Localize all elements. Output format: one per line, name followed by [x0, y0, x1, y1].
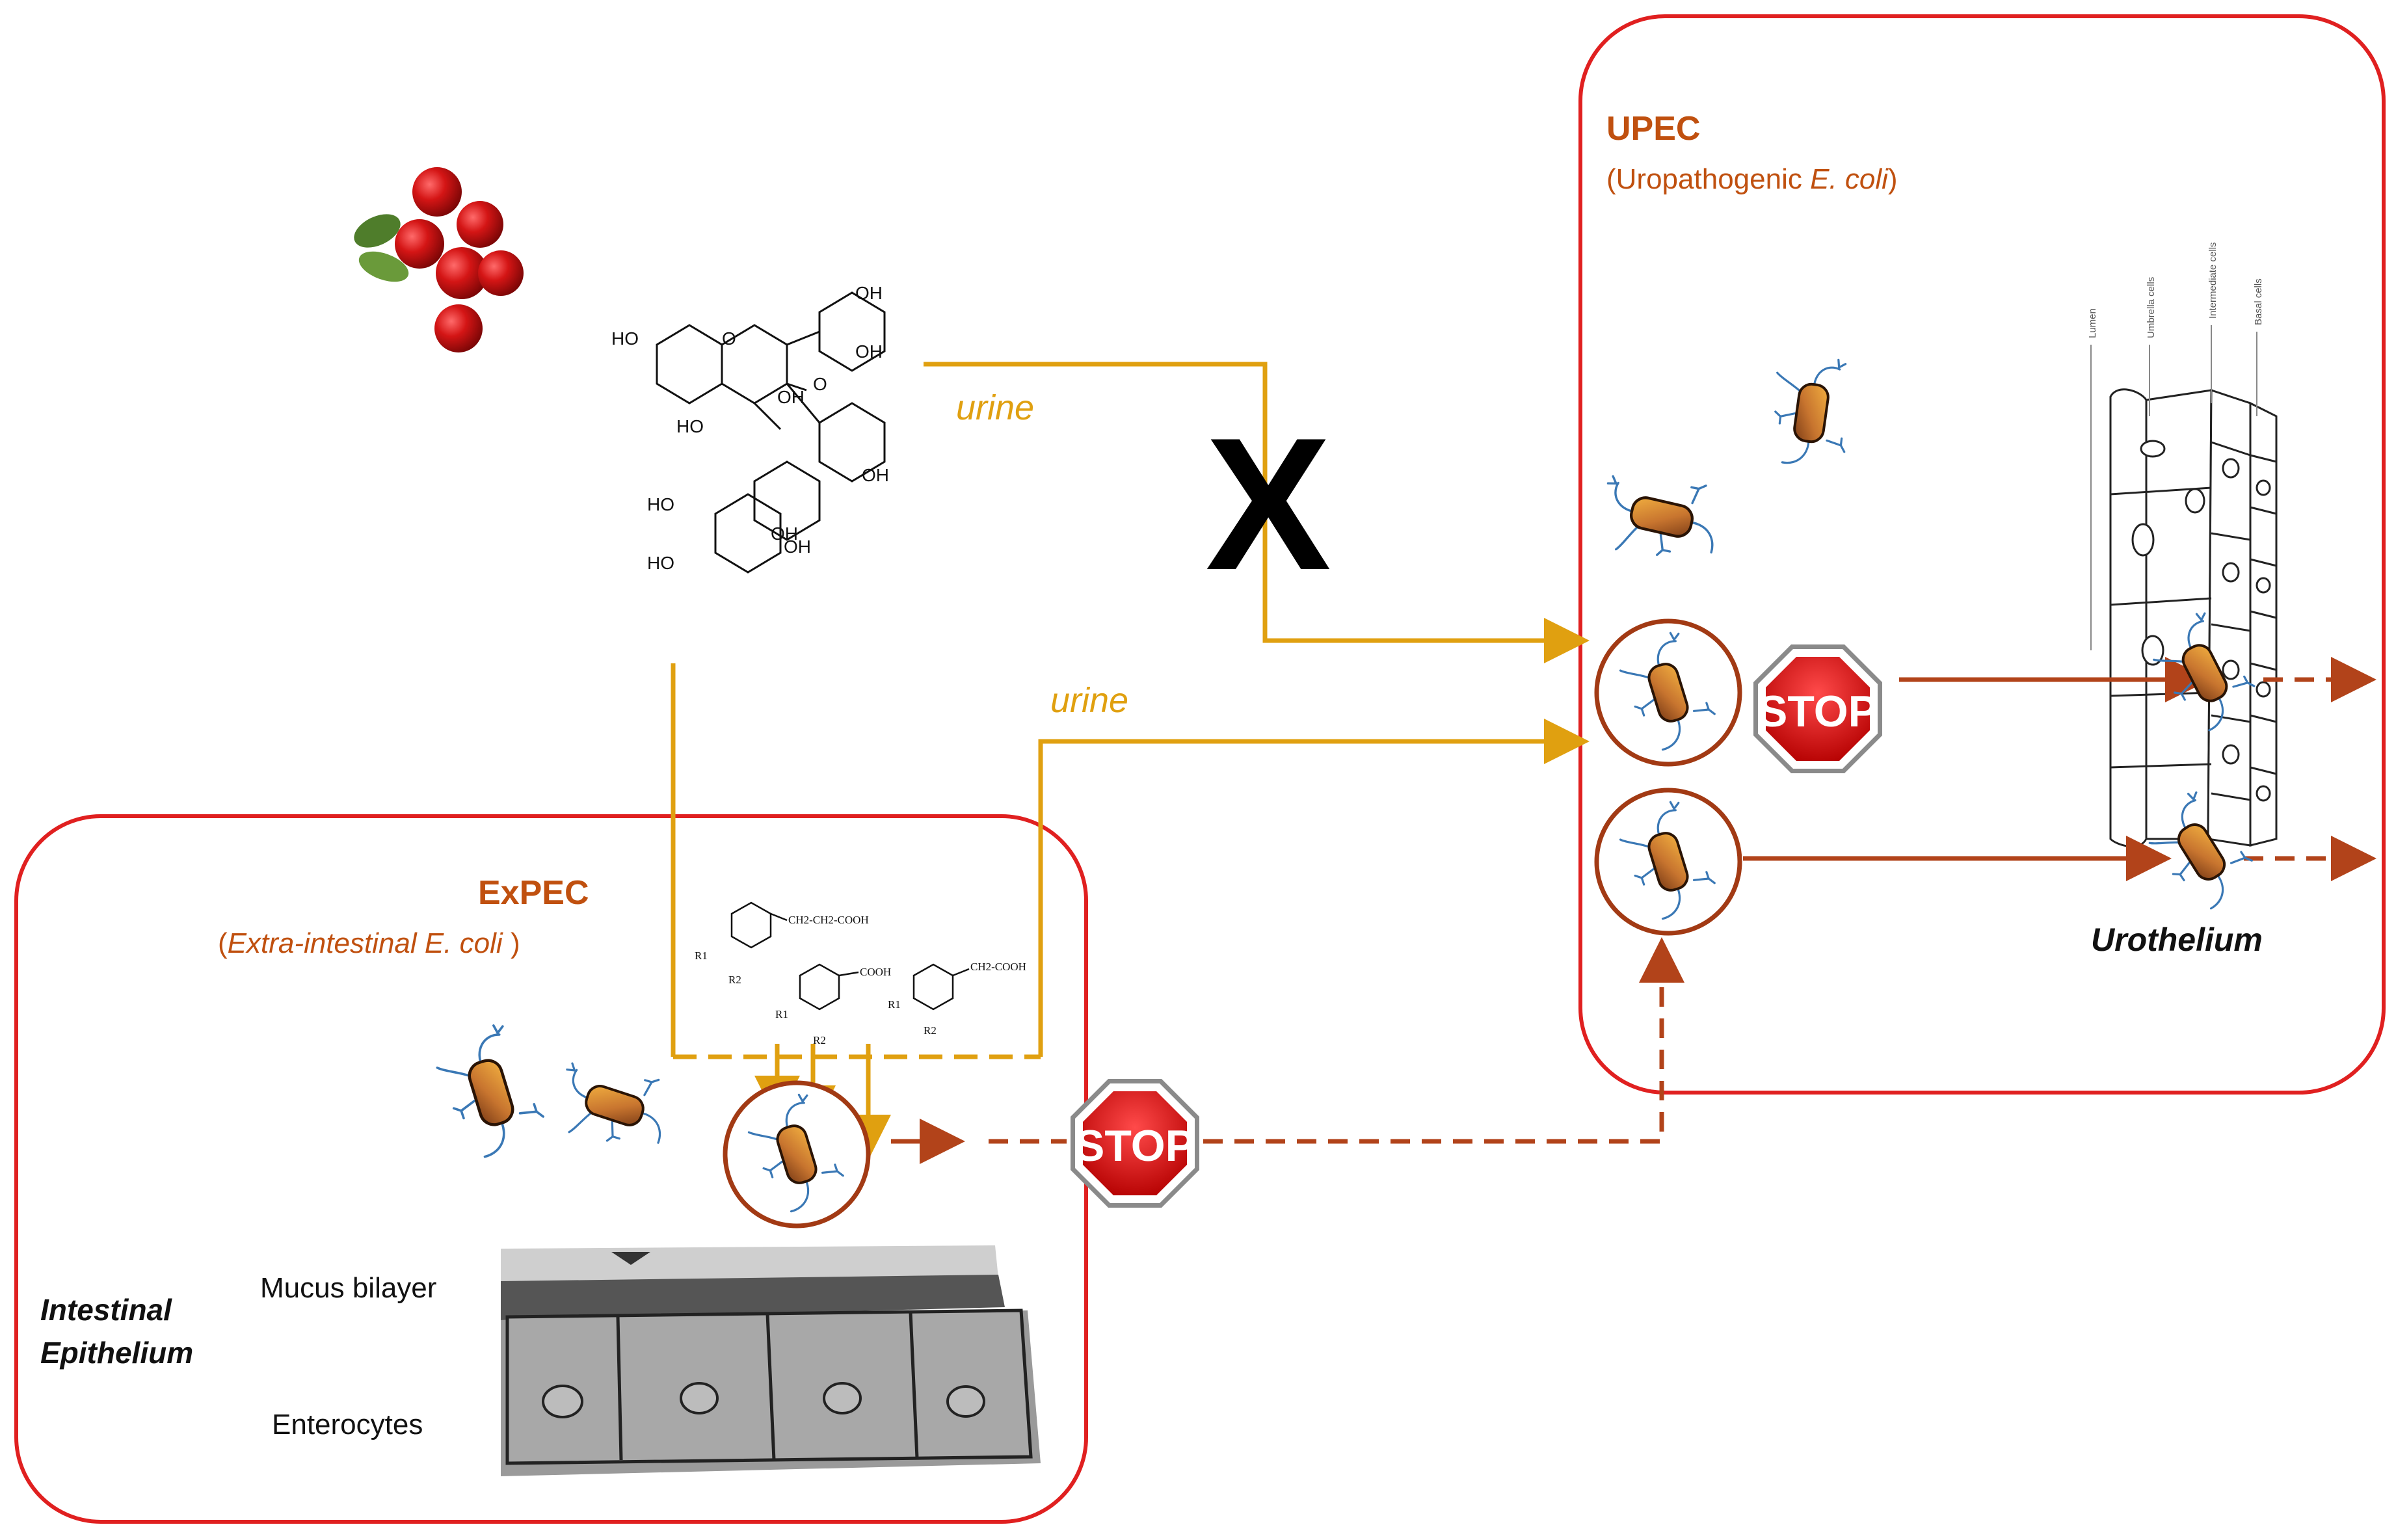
svg-text:HO: HO [647, 553, 674, 573]
svg-text:OH: OH [855, 283, 883, 303]
adhesion-inhibition-circle-icon [1594, 618, 1742, 767]
bacteria-migration-arrow [891, 937, 1684, 1164]
svg-text:CH2-CH2-COOH: CH2-CH2-COOH [788, 914, 869, 926]
bacterium-icon [1597, 454, 1723, 576]
upec-title: UPEC [1606, 110, 1700, 148]
svg-text:R2: R2 [924, 1024, 937, 1037]
upec-panel [1578, 14, 2386, 1095]
enterocytes-label: Enterocytes [272, 1409, 423, 1440]
intestinal-epithelium-label: Intestinal Epithelium [40, 1293, 193, 1370]
upec-subtitle: (Uropathogenic E. coli) [1606, 163, 1898, 195]
pac-labels: HO OH OH O OH O OH HO OH HO HO OH [611, 283, 889, 573]
mucus-bilayer-label: Mucus bilayer [260, 1272, 436, 1304]
urothelium-layer-basal: Basal cells [2253, 278, 2264, 325]
urine-arrow-blocked [924, 362, 1590, 663]
pac-structure-icon [656, 291, 886, 574]
stop-label-upec: STOP [1758, 687, 1878, 736]
expec-subtitle: (Extra-intestinal E. coli ) [218, 927, 520, 959]
cranberries-icon [354, 167, 524, 352]
expec-title: ExPEC [478, 874, 589, 912]
urothelium-layer-umbrella: Umbrella cells [2146, 277, 2157, 338]
blocked-x-mark: X [1205, 399, 1332, 609]
svg-text:OH: OH [862, 465, 889, 485]
stop-label-expec: STOP [1075, 1121, 1195, 1171]
urine-label-mid: urine [1050, 681, 1128, 720]
urothelium-illustration [2109, 388, 2278, 848]
svg-text:R1: R1 [888, 998, 901, 1011]
bacterium-icon [1753, 350, 1874, 473]
svg-text:HO: HO [647, 494, 674, 514]
svg-text:OH: OH [784, 537, 811, 557]
bacterium-icon [557, 1049, 669, 1158]
intestinal-epithelium-illustration [501, 1245, 1041, 1476]
urothelium-label: Urothelium [2091, 922, 2263, 958]
svg-text:R2: R2 [813, 1034, 826, 1046]
urothelium-layer-lumen: Lumen [2087, 308, 2098, 338]
bacterium-icon [416, 1015, 568, 1166]
svg-text:R1: R1 [695, 949, 708, 962]
svg-text:OH: OH [855, 341, 883, 362]
svg-text:COOH: COOH [860, 966, 891, 978]
urine-arrow-metabolites [671, 663, 1590, 1160]
svg-text:OH: OH [771, 524, 798, 544]
adhesion-inhibition-circle-icon [723, 1080, 871, 1228]
svg-text:OH: OH [777, 387, 805, 407]
svg-text:O: O [722, 328, 736, 349]
svg-text:HO: HO [676, 416, 704, 436]
svg-text:HO: HO [611, 328, 639, 349]
urine-label-top: urine [956, 388, 1034, 427]
svg-text:O: O [813, 374, 827, 394]
phenolic-metabolites: CH2-CH2-COOH R1 R2 COOH R1 R2 CH2-COOH R… [695, 901, 1026, 1046]
urothelium-layer-lines [2090, 325, 2257, 650]
svg-text:R2: R2 [728, 974, 741, 986]
urothelium-layer-intermediate: Intermediate cells [2207, 242, 2218, 319]
svg-text:CH2-COOH: CH2-COOH [970, 961, 1026, 973]
svg-text:R1: R1 [775, 1008, 788, 1020]
adhesion-arrows [1743, 657, 2376, 881]
adhesion-inhibition-circle-icon [1594, 788, 1742, 936]
